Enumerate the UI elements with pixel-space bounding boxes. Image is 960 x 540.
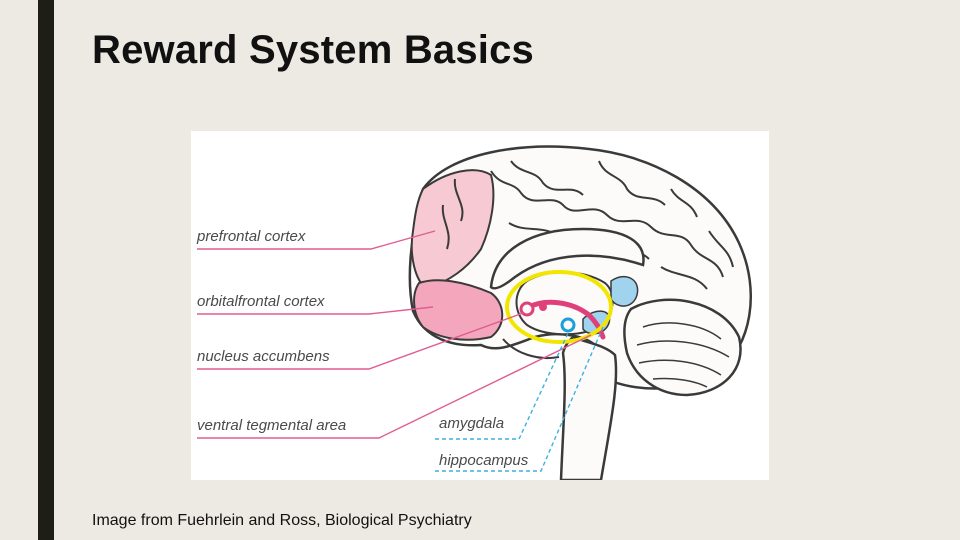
brain-diagram: prefrontal cortex orbitalfrontal cortex … [191, 131, 769, 480]
reward-pathway [526, 299, 606, 340]
label-ventral-tegmental-area: ventral tegmental area [197, 417, 346, 434]
left-accent-bar [38, 0, 54, 540]
slide-title: Reward System Basics [92, 28, 535, 72]
label-amygdala: amygdala [439, 415, 504, 432]
label-orbitalfrontal-cortex: orbitalfrontal cortex [197, 293, 325, 310]
leader-accumbens [197, 312, 524, 370]
label-prefrontal-cortex: prefrontal cortex [196, 228, 306, 245]
blue-region-upper [610, 275, 639, 307]
leader-hippocampus [435, 326, 604, 472]
pathway-node [539, 303, 547, 311]
corpus-callosum [489, 227, 645, 290]
leader-vta [197, 334, 592, 439]
leader-prefrontal [197, 230, 436, 250]
amygdala-node [560, 317, 576, 333]
accumbens-node [519, 301, 535, 317]
leader-orbitalfrontal [197, 306, 434, 315]
cerebellum-folia [636, 322, 730, 388]
leader-amygdala [435, 330, 570, 440]
prefrontal-region [410, 169, 495, 291]
image-caption: Image from Fuehrlein and Ross, Biologica… [92, 512, 472, 529]
label-hippocampus: hippocampus [439, 452, 529, 469]
temporal-lobe [502, 338, 560, 359]
orbitalfrontal-region [413, 279, 504, 341]
highlight-ellipse [505, 270, 613, 344]
label-nucleus-accumbens: nucleus accumbens [197, 348, 330, 365]
brainstem [559, 335, 618, 480]
